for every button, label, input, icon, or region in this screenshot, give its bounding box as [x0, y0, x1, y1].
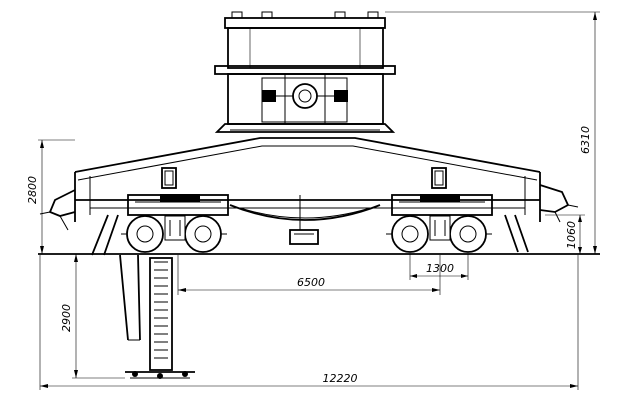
dim-total-length: 12220 — [323, 372, 358, 385]
car-frame — [39, 137, 579, 256]
dim-body-height: 2800 — [26, 176, 39, 204]
dim-wheel-base: 1300 — [426, 262, 454, 275]
dim-wheel-height: 1060 — [565, 221, 578, 249]
top-housing — [214, 11, 396, 133]
dim-pit-depth: 2900 — [60, 304, 73, 332]
dim-bogie-center-distance: 6500 — [297, 276, 325, 289]
jack-assembly — [119, 254, 195, 379]
bogie-right — [386, 194, 493, 253]
bogie-left — [121, 194, 229, 253]
dim-total-height: 6310 — [579, 126, 592, 154]
dimension-lines — [38, 11, 600, 390]
